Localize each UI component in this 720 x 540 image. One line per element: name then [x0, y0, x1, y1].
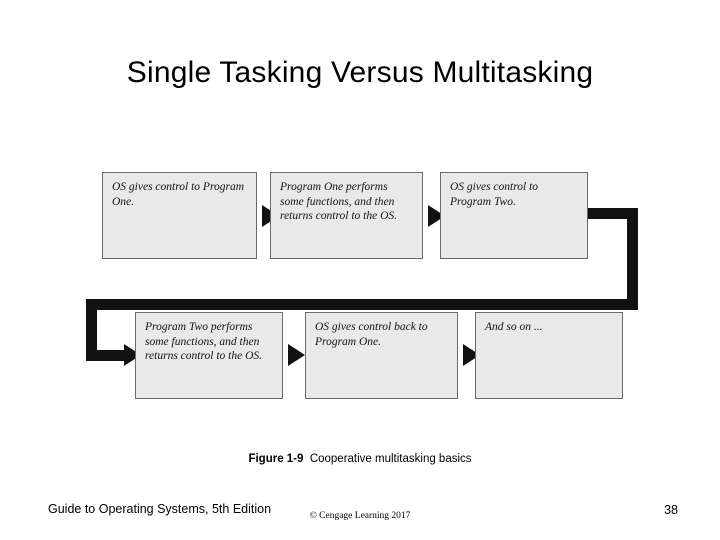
figure-caption-text: Cooperative multitasking basics — [309, 453, 472, 465]
arrow-right-icon-4 — [288, 344, 305, 366]
connector-segment-top — [588, 208, 638, 219]
flow-box-4: Program Two performs some functions, and… — [135, 312, 283, 399]
flow-box-3: OS gives control to Program Two. — [440, 172, 588, 259]
figure-caption-label: Figure 1-9 — [248, 453, 304, 465]
footer-page-number: 38 — [664, 503, 678, 517]
flow-box-2: Program One performs some functions, and… — [270, 172, 423, 259]
figure-diagram: OS gives control to Program One. Program… — [80, 150, 640, 420]
flow-box-1: OS gives control to Program One. — [102, 172, 257, 259]
connector-segment-right — [627, 208, 638, 310]
page-title: Single Tasking Versus Multitasking — [126, 56, 594, 89]
connector-segment-left — [86, 299, 97, 361]
footer-copyright: © Cengage Learning 2017 — [309, 511, 411, 521]
connector-segment-entry — [86, 350, 126, 361]
connector-segment-bottom — [86, 299, 638, 310]
footer-source: Guide to Operating Systems, 5th Edition — [48, 502, 272, 516]
flow-box-6: And so on ... — [475, 312, 623, 399]
flow-box-5: OS gives control back to Program One. — [305, 312, 458, 399]
figure-caption: Figure 1-9 Cooperative multitasking basi… — [0, 453, 720, 465]
